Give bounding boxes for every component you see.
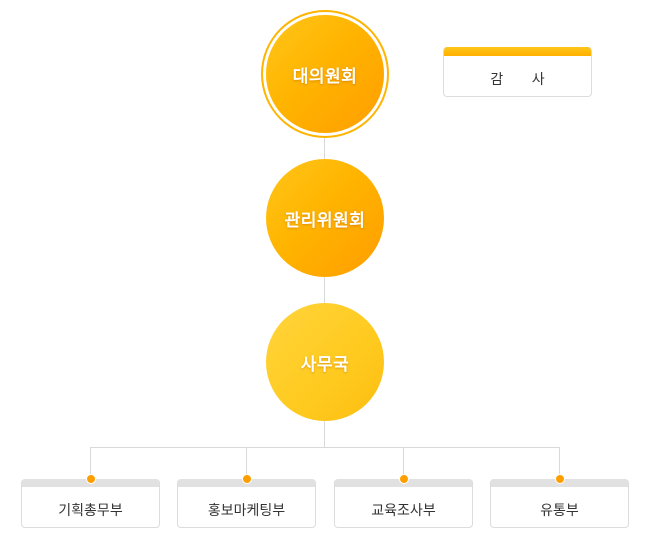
dept-education-label: 교육조사부: [371, 503, 436, 519]
connector-dot-marketing: [242, 474, 252, 484]
connector-dot-education: [399, 474, 409, 484]
dept-marketing-label: 홍보마케팅부: [207, 503, 286, 519]
dept-marketing: 홍보마케팅부: [177, 479, 316, 528]
connector-dot-distribution: [555, 474, 565, 484]
audit-header-bar: [444, 47, 591, 56]
node-assembly-label: 대의원회: [292, 66, 358, 87]
node-audit: 감 사: [443, 47, 592, 97]
dept-distribution: 유통부: [490, 479, 629, 528]
node-assembly: 대의원회: [266, 15, 384, 133]
node-secretariat: 사무국: [266, 303, 384, 421]
dept-distribution-label: 유통부: [540, 503, 579, 519]
node-secretariat-label: 사무국: [300, 354, 350, 375]
node-management-committee-label: 관리위원회: [284, 210, 366, 231]
node-management-committee: 관리위원회: [266, 159, 384, 277]
dept-planning: 기획총무부: [21, 479, 160, 528]
connector-dot-planning: [86, 474, 96, 484]
dept-planning-label: 기획총무부: [58, 503, 123, 519]
dept-education: 교육조사부: [334, 479, 473, 528]
node-audit-label: 감 사: [490, 72, 557, 88]
